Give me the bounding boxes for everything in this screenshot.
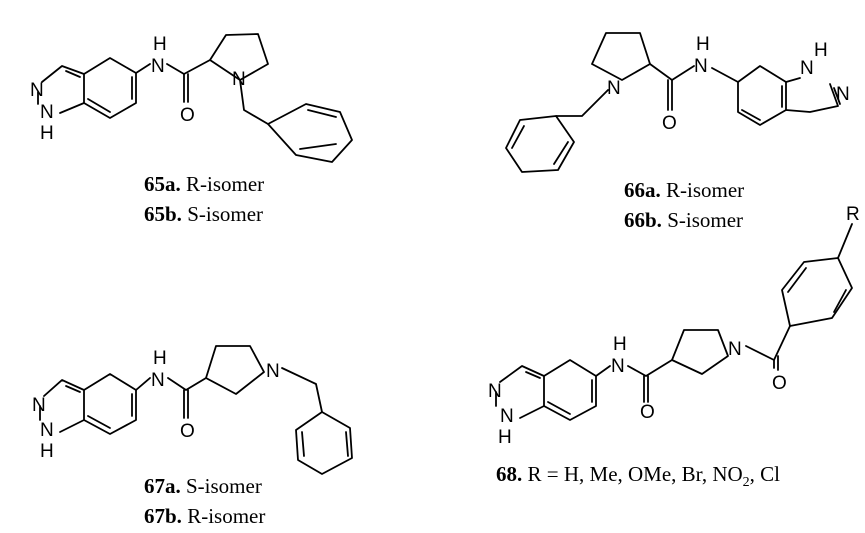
caption-67b: 67b. R-isomer: [144, 504, 265, 529]
atom-N: N: [607, 78, 621, 99]
atom-O: O: [180, 105, 195, 126]
atom-N: N: [728, 339, 742, 360]
atom-H: H: [613, 334, 627, 355]
compound-id: 66a.: [624, 178, 661, 202]
atom-N: N: [488, 381, 502, 402]
atom-O: O: [772, 373, 787, 394]
atom-H: H: [40, 123, 54, 144]
structure-66: [505, 32, 841, 173]
caption-65a: 65a. R-isomer: [144, 172, 264, 197]
isomer-text: S-isomer: [180, 474, 262, 498]
isomer-text: R-isomer: [660, 178, 745, 202]
compound-id: 68.: [496, 462, 523, 486]
compound-id: 67b.: [144, 504, 182, 528]
substituent-text-end: , Cl: [749, 462, 781, 486]
atom-N: N: [32, 395, 46, 416]
atom-N: N: [40, 102, 54, 123]
compound-id: 65b.: [144, 202, 182, 226]
caption-67a: 67a. S-isomer: [144, 474, 262, 499]
atom-N: N: [611, 356, 625, 377]
atom-H: H: [153, 348, 167, 369]
atom-H: H: [696, 34, 710, 55]
atom-O: O: [640, 402, 655, 423]
atom-R: R: [846, 204, 860, 225]
atom-O: O: [662, 113, 677, 134]
atom-H: H: [40, 441, 54, 462]
atom-N: N: [836, 84, 850, 105]
isomer-text: R-isomer: [180, 172, 265, 196]
atom-H: H: [814, 40, 828, 61]
atom-N: N: [232, 69, 246, 90]
atom-N: N: [151, 370, 165, 391]
structure-68: [495, 223, 853, 421]
atom-H: H: [498, 427, 512, 448]
atom-O: O: [180, 421, 195, 442]
atom-N: N: [266, 361, 280, 382]
isomer-text: R-isomer: [181, 504, 266, 528]
atom-N: N: [800, 58, 814, 79]
caption-65b: 65b. S-isomer: [144, 202, 263, 227]
compound-id: 66b.: [624, 208, 662, 232]
isomer-text: S-isomer: [661, 208, 744, 232]
compound-id: 65a.: [144, 172, 181, 196]
atom-N: N: [30, 80, 44, 101]
isomer-text: S-isomer: [181, 202, 264, 226]
caption-68: 68. R = H, Me, OMe, Br, NO2, Cl: [496, 462, 780, 491]
caption-66a: 66a. R-isomer: [624, 178, 744, 203]
structure-65: [37, 33, 353, 163]
atom-N: N: [694, 56, 708, 77]
atom-N: N: [151, 56, 165, 77]
compound-id: 67a.: [144, 474, 181, 498]
structure-67: [39, 345, 353, 475]
atom-N: N: [500, 406, 514, 427]
subscript: 2: [742, 475, 750, 491]
caption-66b: 66b. S-isomer: [624, 208, 743, 233]
atom-N: N: [40, 420, 54, 441]
atom-H: H: [153, 34, 167, 55]
substituent-text: R = H, Me, OMe, Br, NO: [522, 462, 743, 486]
